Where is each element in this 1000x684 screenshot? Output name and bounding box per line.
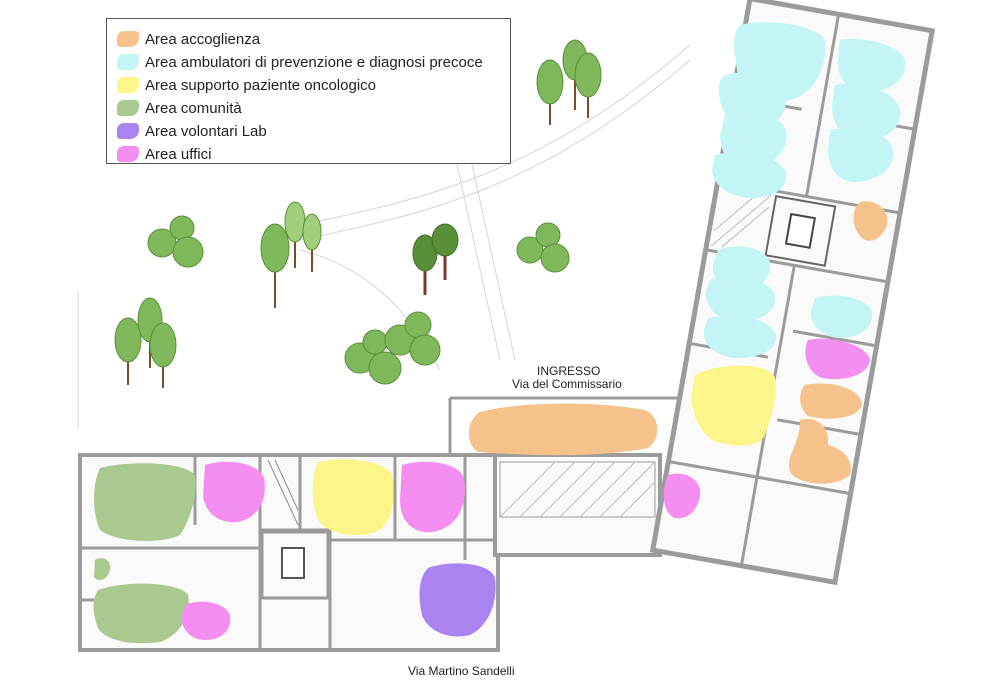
area-accoglienza-2 [800,383,862,419]
legend-swatch-ambulatori [117,54,139,70]
legend-label-accoglienza: Area accoglienza [145,30,261,48]
area-comunita-3 [94,558,111,581]
area-uffici-1 [203,461,265,523]
entrance-label: INGRESSO [537,364,601,378]
tree-cluster-e [516,222,570,273]
legend-label-supporto: Area supporto paziente oncologico [145,76,376,94]
legend-swatch-uffici [117,146,139,162]
area-accoglienza-3 [788,418,851,484]
tree-cluster-w [147,215,204,268]
area-ambulatori-10 [703,315,777,358]
tree-group-mid [412,223,459,295]
area-accoglienza-1 [853,201,888,241]
area-supporto-2 [312,459,394,536]
area-ambulatori-4 [712,152,787,198]
legend-item-accoglienza: Area accoglienza [117,28,260,50]
tree-group-center [260,201,322,308]
area-uffici-3 [181,601,231,640]
area-supporto-1 [691,365,776,446]
area-uffici-5 [805,338,870,380]
legend-item-uffici: Area uffici [117,143,211,165]
area-ambulatori-9 [705,276,776,322]
legend-label-volontari: Area volontari Lab [145,122,267,140]
area-ambulatori-5 [837,38,906,92]
tree-group-sw [114,297,177,388]
legend-item-volontari: Area volontari Lab [117,120,267,142]
trees [114,39,602,388]
area-uffici-2 [400,461,465,533]
area-uffici-4 [663,473,701,519]
bottom-street-label: Via Martino Sandelli [408,664,515,678]
legend-item-comunita: Area comunità [117,97,242,119]
area-comunita-2 [93,583,189,644]
legend-swatch-supporto [117,77,139,93]
legend-swatch-volontari [117,123,139,139]
legend-item-ambulatori: Area ambulatori di prevenzione e diagnos… [117,51,483,73]
area-accoglienza-entrance [468,403,658,456]
tree-group-ne [536,39,602,125]
area-comunita-1 [94,463,196,542]
area-ambulatori-11 [810,295,873,338]
legend: Area accoglienza Area ambulatori di prev… [106,18,511,164]
legend-label-uffici: Area uffici [145,145,212,163]
legend-item-supporto: Area supporto paziente oncologico [117,74,376,96]
tree-cluster-s [344,311,441,385]
area-ambulatori-7 [828,128,894,182]
legend-label-ambulatori: Area ambulatori di prevenzione e diagnos… [145,53,483,71]
entrance-street-label: Via del Commissario [512,377,622,391]
legend-swatch-accoglienza [117,31,139,47]
area-blobs [93,22,906,644]
area-volontari [419,563,496,637]
legend-swatch-comunita [117,100,139,116]
area-ambulatori-6 [832,83,901,140]
legend-label-comunita: Area comunità [145,99,242,117]
